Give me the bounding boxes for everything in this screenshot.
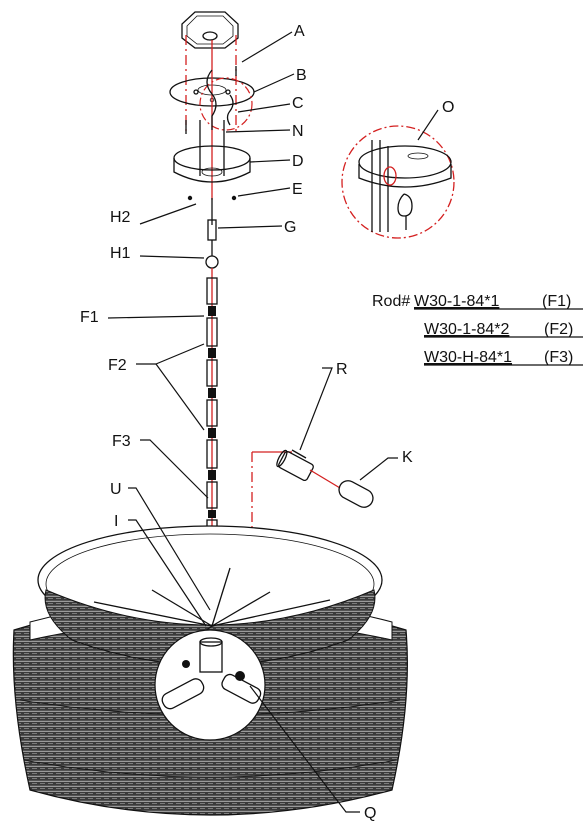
label-a: A	[294, 23, 305, 40]
label-n: N	[292, 123, 304, 140]
rod-spec-line1-tag: (F1)	[542, 293, 571, 310]
label-b: B	[296, 67, 307, 84]
leader-lines	[107, 31, 398, 813]
canopy-cover	[173, 120, 251, 201]
rod-spec-line3-code: W30-H-84*1	[424, 349, 512, 366]
detail-callout-ring	[199, 40, 253, 200]
label-q: Q	[364, 805, 376, 822]
rod-spec-prefix: Rod#	[372, 293, 410, 310]
label-g: G	[284, 219, 296, 236]
rod-spec-line3-tag: (F3)	[544, 349, 573, 366]
detail-o-view	[341, 109, 455, 239]
label-k: K	[402, 449, 413, 466]
mounting-screws	[185, 35, 237, 135]
label-h1: H1	[110, 245, 131, 262]
rod-spec-table: Rod# W30-1-84*1 (F1) W30-1-84*2 (F2) W30…	[372, 293, 583, 366]
canopy-cap	[181, 11, 239, 49]
label-f3: F3	[112, 433, 131, 450]
rod-spec-line2-tag: (F2)	[544, 321, 573, 338]
rod-spec-line2-code: W30-1-84*2	[424, 321, 509, 338]
rod-spec-line1-code: W30-1-84*1	[414, 293, 499, 310]
label-f1: F1	[80, 309, 99, 326]
part-labels: A B C N D E G H2 H1 F1 F2 F3 U I R K O Q	[80, 23, 454, 822]
label-e: E	[292, 181, 303, 198]
label-o: O	[442, 99, 454, 116]
label-d: D	[292, 153, 304, 170]
label-r: R	[336, 361, 348, 378]
label-u: U	[110, 481, 122, 498]
lamp-shade	[12, 525, 408, 816]
label-f2: F2	[108, 357, 127, 374]
label-i: I	[114, 513, 118, 530]
label-h2: H2	[110, 209, 131, 226]
label-c: C	[292, 95, 304, 112]
